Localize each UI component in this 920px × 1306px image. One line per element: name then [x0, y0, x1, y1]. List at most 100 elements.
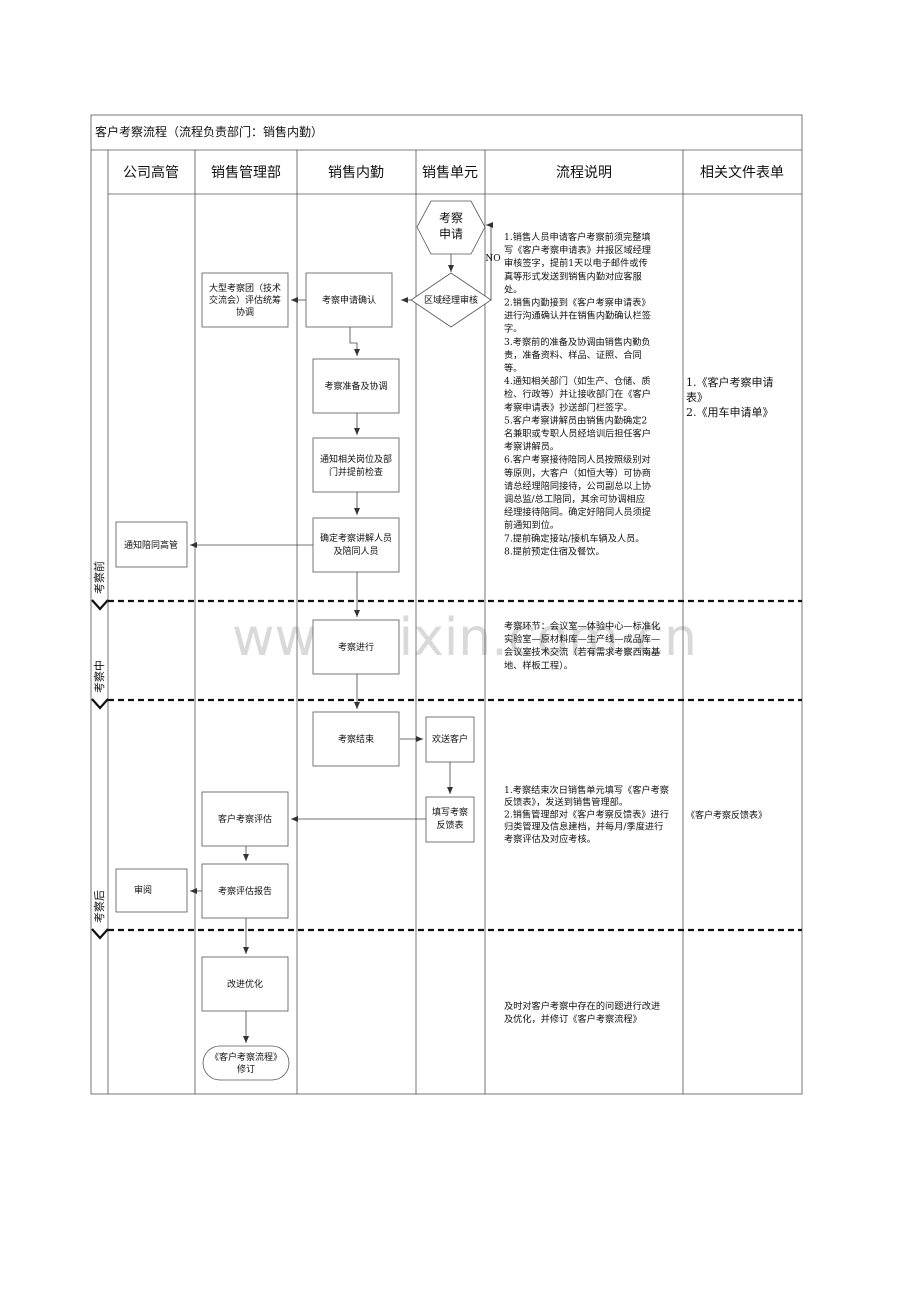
end-box — [312, 711, 400, 767]
notify-exec-node: 通知陪同高管 — [115, 521, 188, 568]
description-before-line: 字。 — [504, 323, 522, 335]
farewell-box — [425, 716, 475, 763]
delegation-node: 大型考察团（技术 交流会）评估统筹 协调 — [201, 272, 289, 328]
column-header-sales-unit: 销售单元 — [422, 165, 478, 181]
phase-chevron — [91, 698, 109, 710]
notify-exec-label: 通知陪同高管 — [124, 539, 178, 551]
document-before-line: 表》 — [686, 390, 708, 404]
improve-box — [201, 956, 289, 1012]
column-header-sales-office: 销售内勤 — [328, 165, 384, 181]
no-branch-label: NO — [485, 254, 500, 264]
notify-label-line2: 门并提前检查 — [329, 466, 383, 478]
phase-label-before: 考察前 — [92, 561, 106, 594]
description-before-line: 责，准备资料、样品、证照、合同 — [504, 349, 642, 361]
notify-exec-box — [115, 521, 188, 568]
phase-chevron — [91, 928, 109, 940]
description-before-line: 2.销售内勤接到《客户考察申请表》 — [504, 297, 651, 309]
evaluate-node: 客户考察评估 — [201, 791, 289, 847]
description-before-line: 写《客户考察申请表》并报区域经理 — [504, 244, 651, 256]
description-during-line: 地、样板工程）。 — [504, 659, 573, 671]
review-label: 区域经理审核 — [424, 294, 478, 306]
column-header-process-description: 流程说明 — [556, 165, 612, 181]
documents-before: 1.《客户考察申请表》2.《用车申请单》 — [686, 375, 774, 419]
end-label: 考察结束 — [338, 733, 374, 745]
evaluate-label: 客户考察评估 — [218, 813, 272, 825]
review-node: 区域经理审核 NO — [410, 254, 501, 328]
start-node: 考察 申请 — [416, 200, 486, 255]
description-before-line: 前通知到位。 — [504, 519, 559, 531]
watermark: www.zixin.com.cn — [232, 608, 697, 668]
description-before-line: 处。 — [504, 283, 522, 295]
description-after-line: 归类管理及信息建档，并每月/季度进行 — [504, 821, 663, 833]
prepare-node: 考察准备及协调 — [312, 358, 400, 414]
improve-label: 改进优化 — [227, 978, 263, 990]
description-before-line: 调总监/总工陪同，其余可协调相应 — [504, 493, 645, 505]
description-before: 1.销售人员申请客户考察前须完整填写《客户考察申请表》并报区域经理审核签字，提前… — [504, 231, 651, 557]
delegation-label-line3: 协调 — [236, 306, 254, 318]
description-after-line: 2.销售管理部对《客户考察反馈表》进行 — [504, 808, 669, 820]
description-during-line: 会议室技术交流（若有需求考察西南基 — [504, 646, 660, 658]
confirm-box — [305, 272, 393, 328]
description-during: 考察环节：会议室—体验中心—标准化实验室—原材料库—生产线—成品库—会议室技术交… — [504, 620, 660, 671]
description-before-line: 等原则，大客户（如恒大等）可协商 — [504, 467, 651, 479]
column-header-sales-management: 销售管理部 — [211, 165, 281, 181]
page-title: 客户考察流程（流程负责部门：销售内勤） — [95, 124, 323, 139]
connector-confirm-prepare — [349, 327, 360, 356]
inspect-label: 考察进行 — [338, 641, 374, 653]
start-label-line2: 申请 — [439, 227, 463, 241]
feedback-label-line2: 反馈表 — [436, 819, 463, 831]
guides-node: 确定考察讲解人员 及陪同人员 — [312, 517, 400, 573]
delegation-label-line1: 大型考察团（技术 — [209, 282, 281, 294]
notify-box — [312, 437, 400, 493]
flow-connectors — [190, 222, 493, 1043]
description-before-line: 5.客户考察讲解员由销售内勤确定2 — [504, 414, 647, 426]
description-before-line: 3.考察前的准备及协调由销售内勤负 — [504, 336, 651, 348]
approve-node: 审阅 — [115, 868, 188, 913]
prepare-label: 考察准备及协调 — [324, 380, 387, 392]
revise-node: 《客户考察流程》 修订 — [202, 1045, 290, 1081]
phase-chevron — [91, 599, 109, 611]
description-during-line: 考察环节：会议室—体验中心—标准化 — [504, 620, 660, 632]
description-after-line: 考察评估及对应考核。 — [504, 833, 596, 845]
phase-label-after: 考察后 — [92, 890, 106, 923]
feedback-label-line1: 填写考察 — [432, 806, 468, 818]
approve-label: 审阅 — [134, 884, 152, 896]
farewell-node: 欢送客户 — [425, 716, 475, 763]
description-after: 1.考察结束次日销售单元填写《客户考察反馈表》，发送到销售管理部。2.销售管理部… — [504, 784, 669, 845]
notify-node: 通知相关岗位及部 门并提前检查 — [312, 437, 400, 493]
column-header-related-documents: 相关文件表单 — [700, 165, 784, 181]
notify-label-line1: 通知相关岗位及部 — [320, 453, 392, 465]
description-before-line: 审核签字，提前1天以电子邮件或传 — [504, 257, 648, 269]
table-frame — [90, 114, 803, 1095]
description-improve-line: 及优化，并修订《客户考察流程》 — [504, 1013, 642, 1025]
description-before-line: 真等形式发送到销售内勤对应客服 — [504, 270, 642, 282]
guides-box — [312, 517, 400, 573]
guides-label-line2: 及陪同人员 — [333, 545, 378, 557]
review-diamond — [410, 272, 492, 328]
report-label: 考察评估报告 — [218, 885, 272, 897]
evaluate-box — [201, 791, 289, 847]
description-before-line: 检、行政等）并让接收部门在《客户 — [504, 388, 651, 400]
revise-label-line2: 修订 — [237, 1063, 255, 1075]
column-header-executives: 公司高管 — [123, 164, 179, 181]
description-improve-line: 及时对客户考察中存在的问题进行改进 — [504, 1000, 660, 1012]
start-hexagon — [416, 200, 486, 255]
description-before-line: 考察申请表》抄送部门栏签字。 — [504, 401, 633, 413]
feedback-box — [425, 796, 475, 843]
phase-label-during: 考察中 — [92, 660, 106, 693]
document-before-line: 2.《用车申请单》 — [686, 405, 774, 419]
description-during-line: 实验室—原材料库—生产线—成品库— — [504, 633, 660, 645]
description-before-line: 名兼职或专职人员经培训后担任客户 — [504, 428, 651, 440]
inspect-node: 考察进行 — [312, 619, 400, 675]
improve-node: 改进优化 — [201, 956, 289, 1012]
description-before-line: 1.销售人员申请客户考察前须完整填 — [504, 231, 651, 243]
report-box — [201, 863, 289, 919]
description-before-line: 6.客户考察接待陪同人员按照级别对 — [504, 454, 651, 466]
description-after-line: 1.考察结束次日销售单元填写《客户考察 — [504, 784, 669, 796]
document-before-line: 1.《客户考察申请 — [686, 375, 774, 389]
description-before-line: 8.提前预定住宿及餐饮。 — [504, 545, 605, 557]
confirm-label: 考察申请确认 — [322, 294, 376, 306]
